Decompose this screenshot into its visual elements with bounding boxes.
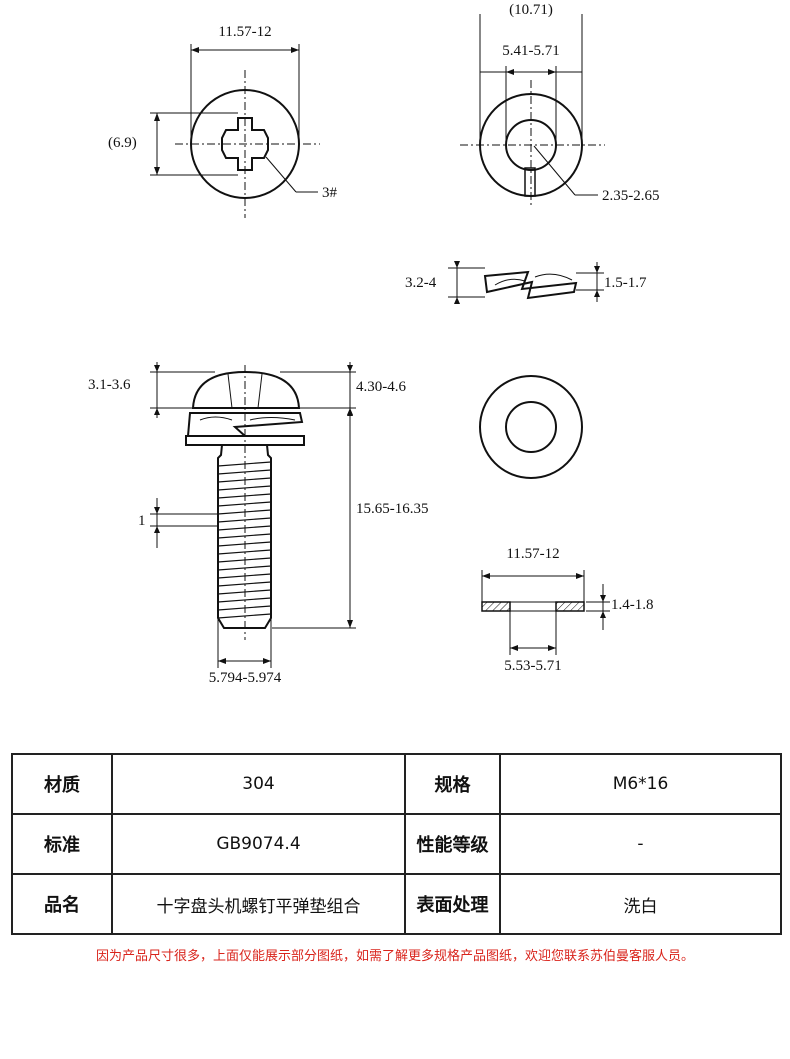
spring-id-label: 5.41-5.71 [502,43,560,59]
table-row: 材质 304 规格 M6*16 [11,753,782,815]
flat-washer-top-view [479,375,583,479]
spring-height-label: 3.2-4 [405,275,437,291]
washer-id-label: 5.53-5.71 [504,658,562,674]
grade-value: - [499,813,782,875]
head-dia-label: 11.57-12 [218,24,271,40]
thread-dia-label: 5.794-5.974 [209,670,282,686]
washer-thickness-label: 1.4-1.8 [611,597,654,613]
contact-note: 因为产品尺寸很多，上面仅能展示部分图纸，如需了解更多规格产品图纸，欢迎您联系苏伯… [95,949,694,964]
pitch-label: 1 [138,513,146,529]
spec-label: 规格 [404,753,501,815]
spec-value: M6*16 [499,753,782,815]
spring-washer-side-view: 3.2-4 1.5-1.7 [405,261,647,304]
flat-washer-section: 11.57-12 1.4-1.8 5.53-5.71 [481,546,654,674]
surface-value: 洗白 [499,873,782,935]
table-row: 品名 十字盘头机螺钉平弹垫组合 表面处理 洗白 [11,873,782,935]
name-label: 品名 [11,873,113,935]
standard-value: GB9074.4 [111,813,406,875]
material-label: 材质 [11,753,113,815]
screw-head-top-view: 11.57-12 (6.9) 3# [108,24,338,218]
washer-od-label: 11.57-12 [506,546,559,562]
name-value: 十字盘头机螺钉平弹垫组合 [111,873,406,935]
spring-section-label: 2.35-2.65 [602,188,660,204]
head-height-label: 3.1-3.6 [88,377,131,393]
grade-label: 性能等级 [404,813,501,875]
spring-od-label: (10.71) [509,2,553,18]
spring-washer-top-view: (10.71) 5.41-5.71 2.35-2.65 [460,2,660,205]
surface-label: 表面处理 [404,873,501,935]
spring-thickness-label: 1.5-1.7 [604,275,647,291]
material-value: 304 [111,753,406,815]
driver-size-label: 3# [322,185,338,201]
cross-width-label: (6.9) [108,135,137,151]
screw-assembly-side-view: 3.1-3.6 4.30-4.6 15.65-16.35 1 5.794-5.9… [88,362,429,686]
technical-drawing: 11.57-12 (6.9) 3# (10.71) 5.41-5.71 2.35… [88,2,660,686]
table-row: 标准 GB9074.4 性能等级 - [11,813,782,875]
head-total-label: 4.30-4.6 [356,379,406,395]
standard-label: 标准 [11,813,113,875]
thread-length-label: 15.65-16.35 [356,501,429,517]
spec-table: 材质 304 规格 M6*16 标准 GB9074.4 性能等级 - 品名 十字… [11,753,782,935]
